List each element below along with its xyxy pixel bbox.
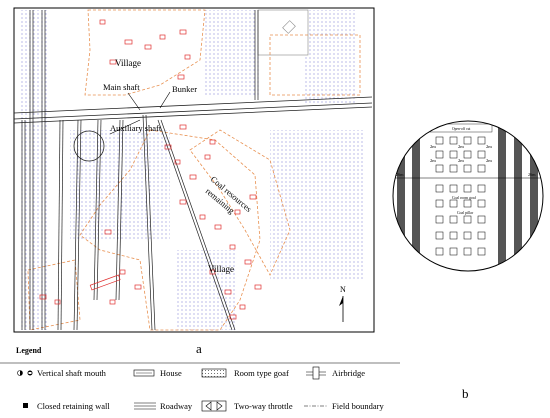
field-boundaries [27, 9, 361, 331]
auxiliary-shaft-circle [73, 130, 105, 162]
pillar-bar-1 [397, 121, 405, 271]
detail-open-off-cut: Open-off cut [452, 127, 470, 131]
mine-map: Village Main shaft Bunker Auxiliary shaf… [13, 7, 375, 356]
detail-coal-pillar: Coal pillar [457, 211, 474, 215]
legend-label-two-way-throttle: Two-way throttle [234, 401, 293, 411]
legend-title: Legend [16, 346, 42, 355]
detail-dim-right: 26m [528, 172, 536, 177]
room-type-goaf-icon [201, 368, 227, 378]
two-way-throttle-icon [201, 400, 227, 412]
detail-coal-room-goaf: Coal room goaf [452, 196, 477, 200]
detail-room-label-2: 2m [458, 144, 464, 149]
legend-label-vertical-shaft-mouth: Vertical shaft mouth [37, 368, 107, 378]
legend-label-house: House [160, 368, 182, 378]
detail-circle [392, 120, 544, 272]
north-arrow-head [339, 296, 343, 306]
house-icon [133, 369, 155, 377]
detail-room-label-6: 2m [486, 158, 492, 163]
detail-dim-left: 26m [396, 172, 404, 177]
label-village-top: Village [115, 58, 141, 68]
airbridge-icon [306, 366, 326, 380]
label-auxiliary-shaft: Auxiliary shaft [110, 123, 162, 133]
label-main-shaft: Main shaft [103, 82, 140, 92]
pillar-bar-4 [514, 121, 522, 271]
leader-lines [109, 91, 171, 135]
legend-label-roadway: Roadway [160, 401, 193, 411]
detail-room-label-4: 2m [430, 158, 436, 163]
label-bunker: Bunker [172, 84, 197, 94]
houses [39, 19, 262, 320]
roadway-icon [134, 402, 156, 410]
main-roadway [13, 96, 373, 124]
panel-label-b: b [462, 386, 469, 401]
room-grid [435, 136, 486, 256]
legend-label-field-boundary: Field boundary [332, 401, 384, 411]
legend-label-room-type-goaf: Room type goaf [234, 368, 289, 378]
detail-room-label-3: 2m [486, 144, 492, 149]
legend: Legend Vertical shaft mouth House Room t… [0, 346, 400, 412]
legend-label-closed-retaining-wall: Closed retaining wall [37, 401, 110, 411]
label-village-bottom: Village [208, 264, 234, 274]
panel-label-a: a [196, 341, 202, 356]
building-block [257, 9, 309, 56]
closed-retaining-wall-icon [23, 403, 28, 408]
room-pillar-detail: Open-off cut 2m 2m 2m 2m 2m 2m 26m 26m C… [392, 120, 544, 401]
north-arrow-label: N [340, 285, 346, 294]
north-arrow: N [339, 285, 346, 322]
vertical-shaft-mouth-icon [17, 370, 33, 376]
pillar-bar-2 [412, 121, 420, 271]
legend-label-airbridge: Airbridge [332, 368, 365, 378]
pillar-bar-3 [498, 121, 506, 271]
pillar-bar-5 [530, 121, 538, 271]
detail-room-label-5: 2m [458, 158, 464, 163]
detail-room-label-1: 2m [430, 144, 436, 149]
